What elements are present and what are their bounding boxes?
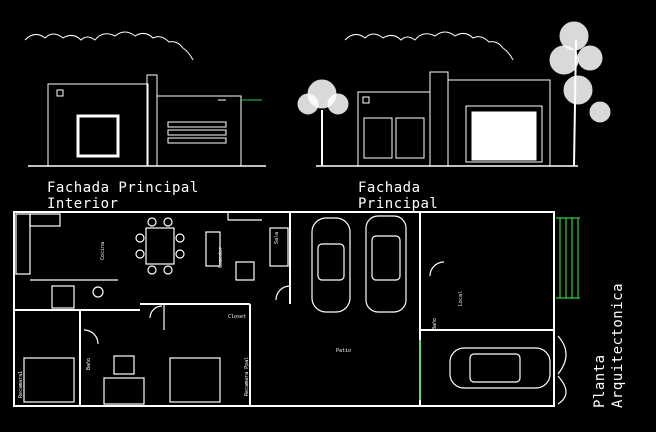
- room-label-bano: Baño: [86, 358, 92, 370]
- elevation-principal: [297, 21, 611, 167]
- room-label-recamara1: Recamara1: [18, 371, 24, 398]
- elevation-interior: [24, 31, 266, 167]
- pergola-icon: [556, 217, 580, 299]
- room-label-cocina: Cocina: [100, 242, 106, 260]
- label-planta-1: Planta: [592, 354, 608, 408]
- label-fachada-principal-1: Fachada: [358, 180, 421, 196]
- tree-left-icon: [297, 79, 349, 166]
- tree-right-icon: [549, 21, 611, 167]
- label-planta-2: Arquitectonica: [610, 283, 626, 408]
- room-label-sala: Sala: [274, 232, 280, 244]
- tree-canopy-outline: [24, 31, 194, 61]
- room-label-bano2: Baño: [432, 318, 438, 330]
- label-fachada-interior-2: Interior: [47, 196, 118, 212]
- room-label-closet: Closet: [228, 314, 246, 320]
- room-label-local: Local: [458, 291, 464, 306]
- room-label-recamara-ppal: Recamara Ppal: [244, 357, 250, 396]
- room-label-patio: Patio: [336, 348, 351, 354]
- label-fachada-principal-2: Principal: [358, 196, 438, 212]
- label-fachada-interior-1: Fachada Principal: [47, 180, 199, 196]
- car-icon: [311, 215, 551, 389]
- floor-plan: [13, 211, 580, 407]
- room-label-comedor: Comedor: [218, 247, 224, 268]
